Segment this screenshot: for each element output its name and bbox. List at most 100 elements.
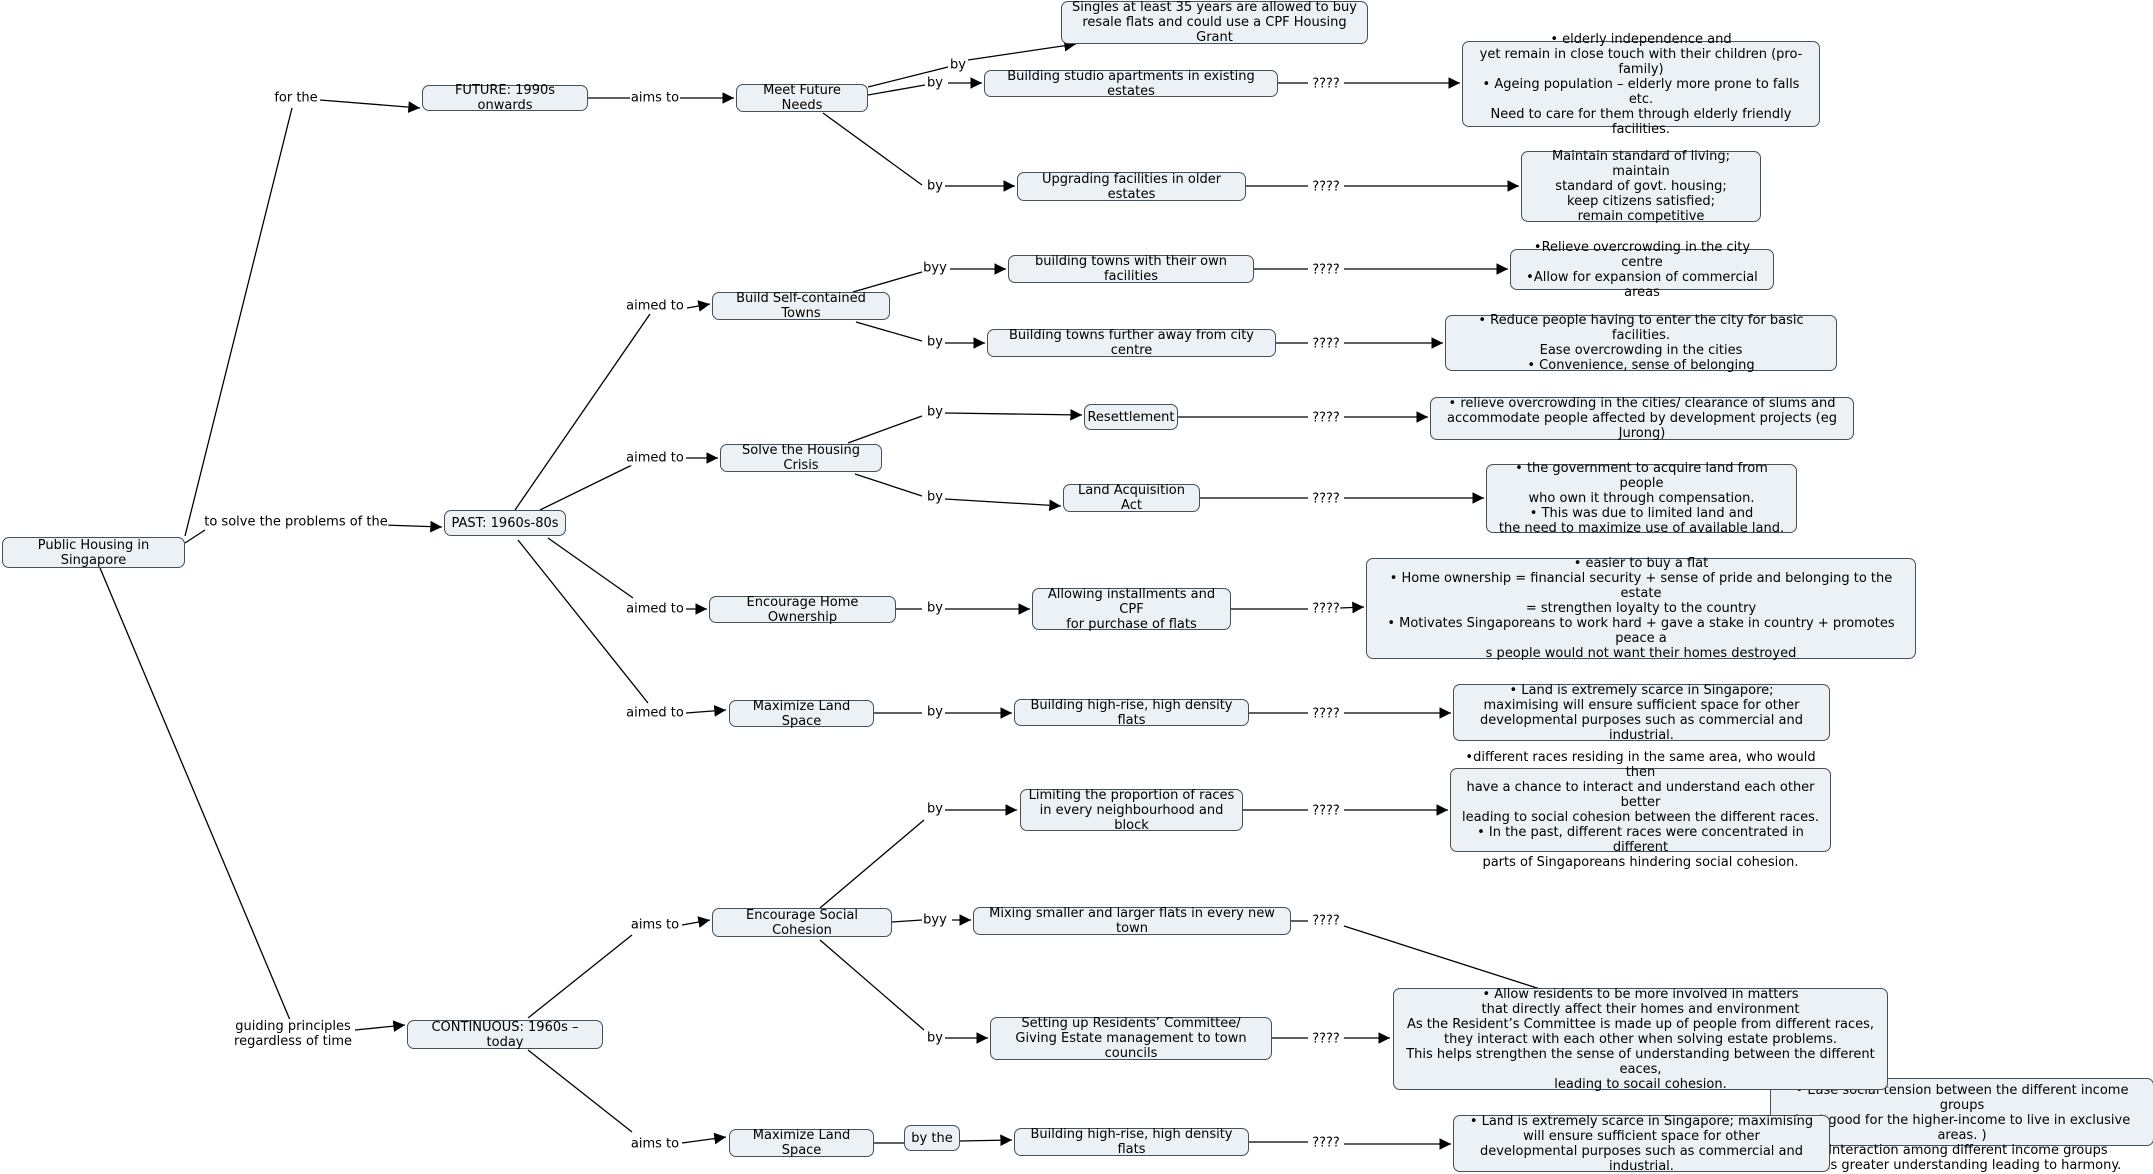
node-installments-cpf[interactable]: Allowing installments and CPF for purcha… — [1032, 587, 1231, 632]
line-meet-by-singles — [867, 66, 949, 88]
label-q-studio: ???? — [1312, 76, 1340, 92]
node-continuous[interactable]: CONTINUOUS: 1960s – today — [407, 1020, 603, 1050]
arrow-to-max-land-cont — [681, 1132, 727, 1145]
line-meet-by-upgrading — [822, 112, 923, 186]
node-elderly-independence[interactable]: • elderly independence and yet remain in… — [1462, 32, 1820, 137]
label-aimed-to-land: aimed to — [626, 705, 684, 721]
node-housing-crisis[interactable]: Solve the Housing Crisis — [720, 443, 882, 473]
arrow-to-max-land-past — [685, 705, 727, 717]
label-byy-mixing: byy — [923, 912, 947, 928]
node-self-contained-towns[interactable]: Build Self-contained Towns — [712, 291, 890, 321]
node-limiting-races[interactable]: Limiting the proportion of races in ever… — [1020, 788, 1243, 833]
label-by-residents: by — [927, 1030, 943, 1046]
node-public-housing-singapore[interactable]: Public Housing in Singapore — [2, 537, 185, 568]
arrow-to-resettlement — [944, 408, 1083, 421]
line-past-aimed-self — [514, 313, 651, 511]
node-by-the[interactable]: by the — [904, 1125, 960, 1151]
line-crisis-by-landacq — [854, 473, 923, 497]
node-maintain-standard[interactable]: Maintain standard of living; maintain st… — [1521, 149, 1761, 224]
label-by-install: by — [927, 600, 943, 616]
line-root-for-the — [184, 107, 293, 537]
node-land-acquisition-act[interactable]: Land Acquisition Act — [1063, 483, 1200, 513]
label-aims-to-social: aims to — [630, 917, 680, 933]
node-highrise-flats-cont[interactable]: Building high-rise, high density flats — [1014, 1127, 1249, 1157]
label-by-landacq: by — [927, 489, 943, 505]
arrow-to-self-contained — [686, 300, 711, 312]
node-land-scarce-past[interactable]: • Land is extremely scarce in Singapore;… — [1453, 683, 1830, 743]
line-past-aimed-crisis — [539, 464, 633, 511]
label-q-highrise-past: ???? — [1312, 706, 1340, 722]
label-q-limiting: ???? — [1312, 803, 1340, 819]
node-different-races[interactable]: •different races residing in the same ar… — [1450, 750, 1831, 870]
label-q-facilities: ???? — [1312, 262, 1340, 278]
node-highrise-flats-past[interactable]: Building high-rise, high density flats — [1014, 698, 1249, 728]
label-q-upgrading: ???? — [1312, 179, 1340, 195]
line-cont-aims-social — [527, 934, 633, 1019]
arrow-to-landacq — [944, 498, 1062, 512]
node-singles-cpf-grant[interactable]: Singles at least 35 years are allowed to… — [1061, 0, 1368, 45]
arrow-to-future — [319, 99, 421, 113]
node-resettlement[interactable]: Resettlement — [1084, 404, 1178, 430]
label-q-landacq: ???? — [1312, 491, 1340, 507]
line-social-by-residents — [819, 939, 925, 1031]
label-aimed-to-crisis: aimed to — [626, 450, 684, 466]
node-upgrading-facilities[interactable]: Upgrading facilities in older estates — [1017, 172, 1246, 202]
node-mixing-flats[interactable]: Mixing smaller and larger flats in every… — [973, 906, 1291, 936]
label-q-mixing: ???? — [1312, 913, 1340, 929]
node-easier-buy-flat[interactable]: • easier to buy a flat • Home ownership … — [1366, 556, 1916, 661]
node-past[interactable]: PAST: 1960s-80s — [444, 510, 566, 536]
line-past-aimed-land — [517, 539, 649, 704]
line-root-to-solve — [184, 529, 206, 544]
line-cont-aims-land — [527, 1049, 633, 1133]
line-mixing-to-ease — [1343, 925, 1541, 990]
line-social-by-limiting — [819, 819, 925, 909]
line-meet-by-studio — [867, 84, 926, 96]
label-q-further: ???? — [1312, 336, 1340, 352]
label-q-resettle: ???? — [1312, 410, 1340, 426]
arrow-to-past — [382, 520, 443, 533]
label-q-highrise-cont: ???? — [1312, 1135, 1340, 1151]
label-to-solve: to solve the problems of the — [204, 514, 388, 530]
label-by-highrise-past: by — [927, 704, 943, 720]
node-meet-future-needs[interactable]: Meet Future Needs — [736, 83, 868, 113]
arrow-to-continuous — [354, 1020, 406, 1032]
node-residents-committee[interactable]: Setting up Residents’ Committee/ Giving … — [990, 1016, 1272, 1061]
node-relieve-slums[interactable]: • relieve overcrowding in the cities/ cl… — [1430, 396, 1854, 441]
line-social-byy — [891, 919, 923, 923]
label-by-studio: by — [927, 75, 943, 91]
line-root-guiding — [99, 567, 291, 1021]
label-by-resettle: by — [927, 404, 943, 420]
label-guiding: guiding principles regardless of time — [234, 1019, 352, 1049]
line-past-aimed-home — [547, 537, 634, 599]
node-towns-further-away[interactable]: Building towns further away from city ce… — [987, 328, 1276, 358]
node-max-land-space-cont[interactable]: Maximize Land Space — [729, 1128, 874, 1158]
label-by-limiting: by — [927, 801, 943, 817]
line-self-by-further — [855, 321, 923, 342]
label-aimed-to-home: aimed to — [626, 601, 684, 617]
label-aims-to-land-cont: aims to — [630, 1136, 680, 1152]
label-q-install: ???? — [1312, 601, 1340, 617]
node-home-ownership[interactable]: Encourage Home Ownership — [709, 595, 896, 625]
line-self-byy — [852, 271, 923, 293]
arrow-to-social-cohesion — [681, 916, 711, 928]
node-relieve-city-centre[interactable]: •Relieve overcrowding in the city centre… — [1510, 240, 1774, 300]
arrow-to-singles — [967, 39, 1077, 61]
label-aims-to-future: aims to — [630, 90, 680, 106]
node-studio-apartments[interactable]: Building studio apartments in existing e… — [984, 69, 1278, 99]
node-future[interactable]: FUTURE: 1990s onwards — [422, 83, 588, 113]
label-aimed-to-self: aimed to — [626, 298, 684, 314]
arrow-to-highrise-cont — [959, 1134, 1013, 1147]
node-max-land-space-past[interactable]: Maximize Land Space — [729, 699, 874, 729]
node-allow-residents[interactable]: • Allow residents to be more involved in… — [1393, 987, 1888, 1092]
line-crisis-by-resettle — [847, 415, 923, 444]
label-by-further: by — [927, 334, 943, 350]
label-byy-facilities: byy — [923, 260, 947, 276]
label-for-the: for the — [274, 90, 318, 106]
node-reduce-people[interactable]: • Reduce people having to enter the city… — [1445, 313, 1837, 373]
node-social-cohesion[interactable]: Encourage Social Cohesion — [712, 908, 892, 938]
label-by-singles: by — [950, 57, 966, 73]
node-own-facilities[interactable]: building towns with their own facilities — [1008, 254, 1254, 284]
node-land-scarce-cont[interactable]: • Land is extremely scarce in Singapore;… — [1453, 1114, 1830, 1174]
node-govt-acquire-land[interactable]: • the government to acquire land from pe… — [1486, 461, 1797, 536]
